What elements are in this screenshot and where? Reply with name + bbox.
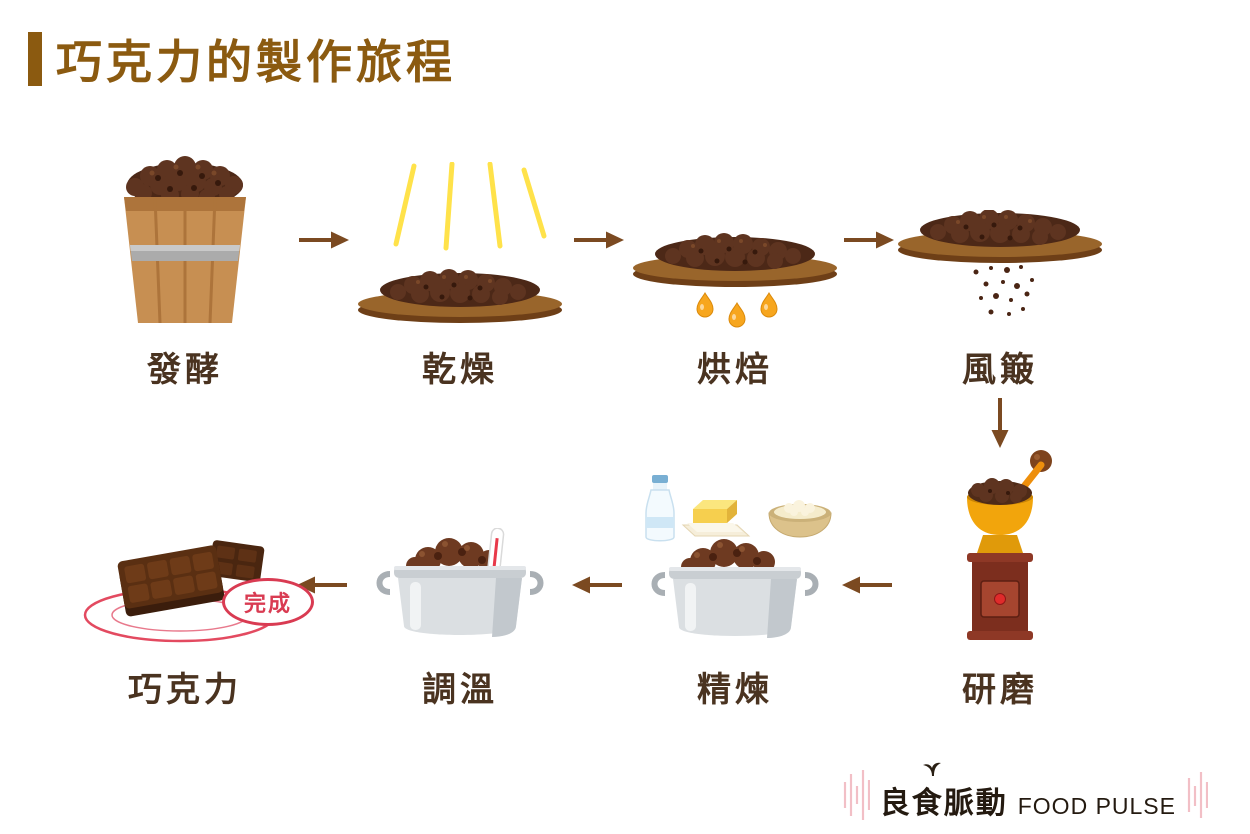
done-badge: 完成 [222, 578, 314, 626]
sugar-bowl-icon [768, 500, 832, 538]
arrow-left-3 [297, 575, 349, 600]
arrow-right-3 [842, 230, 894, 255]
arrow-left-1 [842, 575, 894, 600]
step-fermentation: 發酵 [75, 140, 295, 391]
step-grinding: 研磨 [890, 445, 1110, 711]
arrow-right-1 [297, 230, 349, 255]
step-label-chocolate: 巧克力 [128, 671, 242, 709]
pot-with-ingredients-icon [625, 445, 845, 650]
footer-brand: 良食脈動 FOOD PULSE [842, 760, 1208, 822]
step-label-refining: 精煉 [697, 671, 773, 709]
sun-rays-tray-icon [350, 140, 570, 330]
step-label-roasting: 烘焙 [697, 351, 773, 389]
step-label-drying: 乾燥 [422, 351, 498, 389]
brand-name-zh: 良食脈動 [879, 787, 1008, 820]
page-title: 巧克力的製作旅程 [28, 26, 456, 92]
arrow-down [990, 396, 1010, 453]
step-roasting: 烘焙 [625, 140, 845, 391]
brand-sprout-icon [922, 762, 941, 776]
step-label-grinding: 研磨 [962, 671, 1038, 709]
arrow-left-2 [572, 575, 624, 600]
step-label-winnowing: 風簸 [962, 351, 1038, 389]
step-tempering: 調溫 [350, 445, 570, 711]
tray-with-falling-husks-icon [890, 140, 1110, 330]
pulse-lines-left-icon [843, 770, 870, 820]
milk-bottle-icon [645, 475, 675, 542]
step-label-fermentation: 發酵 [147, 351, 223, 389]
page-title-text: 巧克力的製作旅程 [56, 36, 456, 88]
chocolate-piece-large [117, 545, 225, 617]
pot-with-thermometer-icon [350, 445, 570, 650]
chocolate-on-plate-icon [75, 445, 295, 650]
butter-icon [681, 500, 751, 537]
steel-pot [651, 539, 819, 638]
hand-grinder-icon [925, 445, 1075, 650]
brand-name-en: FOOD PULSE [1017, 793, 1176, 819]
tray-with-drips-icon [625, 140, 845, 330]
pulse-lines-right-icon [1187, 772, 1208, 818]
step-label-tempering: 調溫 [422, 671, 498, 709]
step-refining: 精煉 [625, 445, 845, 711]
step-winnowing: 風簸 [890, 140, 1110, 391]
cocoa-basket-icon [110, 140, 260, 330]
step-chocolate: 巧克力 [75, 445, 295, 711]
title-accent-bar [28, 32, 42, 86]
arrow-right-2 [572, 230, 624, 255]
step-drying: 乾燥 [350, 140, 570, 391]
